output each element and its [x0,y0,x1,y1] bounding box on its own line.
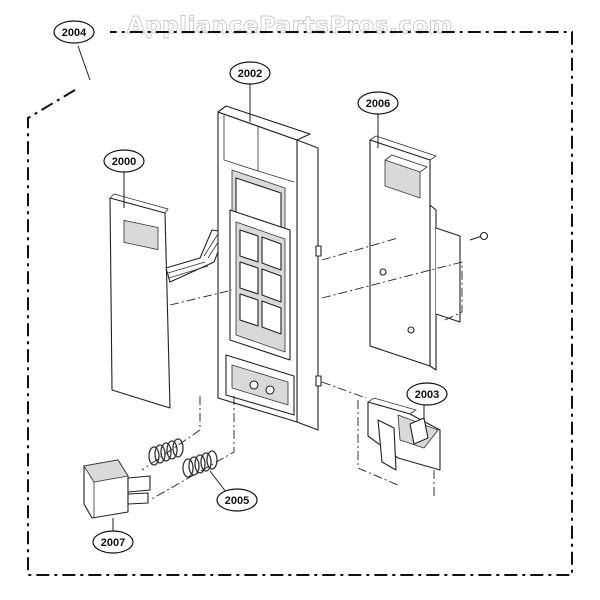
assembly-border [27,31,573,576]
callout-2004-label: 2004 [62,27,87,39]
callout-2006: 2006 [357,91,399,148]
part-2002-control-frame [217,105,322,431]
callout-2002: 2002 [229,61,271,122]
part-2006-pcb-board [369,135,489,371]
watermark-text: AppliancePartsPros.com [127,13,453,39]
part-2005-springs [148,438,218,478]
callout-2003-label: 2003 [415,389,439,401]
callout-2007: 2007 [92,518,134,554]
callout-2006-label: 2006 [366,98,390,110]
part-2000-membrane-panel [109,193,227,409]
callout-2003: 2003 [406,382,448,420]
callout-2004: 2004 [53,20,95,44]
callout-2007-label: 2007 [101,537,125,549]
callout-2005: 2005 [209,470,258,512]
assembly-lines [141,237,463,501]
callout-2002-label: 2002 [238,68,262,80]
part-2003-latch-lever [367,397,441,471]
part-2007-release-button [83,459,151,519]
callout-2005-label: 2005 [225,495,249,507]
leader-2004 [77,45,91,81]
callout-2000-label: 2000 [112,156,136,168]
callout-2000: 2000 [103,149,145,208]
